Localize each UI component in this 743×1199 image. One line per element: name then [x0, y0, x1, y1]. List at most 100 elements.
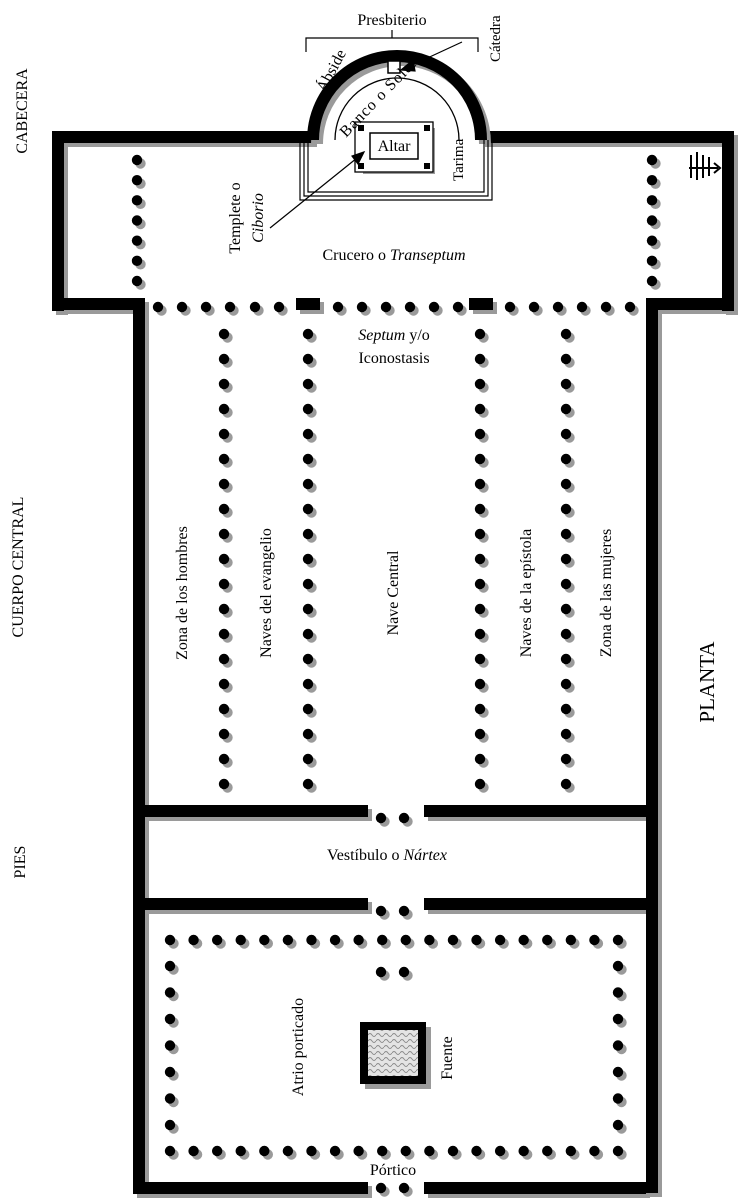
column	[398, 1182, 410, 1194]
wall-segment	[133, 898, 368, 910]
column	[576, 301, 588, 313]
column	[218, 703, 230, 715]
column	[224, 301, 236, 313]
column	[560, 553, 572, 565]
column	[494, 934, 506, 946]
column-rows	[131, 154, 661, 1197]
column	[176, 301, 188, 313]
column	[302, 628, 314, 640]
column	[447, 1145, 459, 1157]
column	[518, 934, 529, 946]
column	[404, 301, 416, 313]
wall-segment	[646, 298, 734, 310]
column	[218, 503, 230, 515]
column	[131, 235, 143, 246]
column	[474, 778, 486, 790]
column	[164, 1145, 176, 1157]
column	[624, 301, 636, 313]
column	[504, 301, 516, 313]
column	[612, 960, 624, 972]
column	[474, 628, 486, 640]
column	[560, 753, 572, 765]
wall-segment	[52, 131, 64, 311]
label-vestibulo: Vestíbulo o Nártex	[327, 847, 447, 864]
column	[302, 328, 314, 340]
column	[218, 403, 230, 415]
column	[612, 1093, 624, 1104]
column	[646, 255, 658, 267]
column	[282, 934, 294, 946]
column	[474, 703, 486, 715]
section-pies: PIES	[12, 846, 29, 879]
wall-segment	[646, 298, 658, 1193]
column	[528, 301, 540, 313]
annotation-arrows	[269, 41, 463, 229]
column	[164, 1013, 176, 1025]
gospel-side-symbol	[689, 152, 722, 180]
column	[474, 353, 486, 365]
column	[398, 812, 410, 824]
column	[560, 453, 572, 465]
label-catedra: Cátedra	[488, 15, 504, 62]
column	[646, 195, 658, 206]
column	[218, 653, 230, 665]
section-cuerpo-central: CUERPO CENTRAL	[10, 497, 27, 638]
column	[552, 301, 564, 313]
column	[612, 1145, 624, 1157]
column	[218, 553, 230, 565]
column	[612, 987, 624, 998]
column	[218, 603, 230, 615]
wall-segment	[296, 298, 320, 310]
column	[306, 1145, 317, 1157]
label-ciborio: Ciborio	[250, 193, 267, 243]
column	[211, 934, 223, 946]
column	[474, 528, 486, 540]
column	[375, 1182, 387, 1194]
column	[302, 728, 314, 740]
column	[646, 235, 658, 246]
column	[302, 703, 314, 715]
label-altar: Altar	[378, 138, 412, 155]
column	[474, 728, 486, 740]
column	[302, 753, 314, 765]
label-naves-evangelio: Naves del evangelio	[258, 528, 275, 658]
column	[211, 1145, 223, 1157]
column	[560, 378, 572, 390]
column	[218, 453, 230, 465]
column	[398, 905, 410, 917]
column	[375, 905, 387, 917]
column	[164, 1119, 176, 1131]
column	[218, 428, 230, 440]
column	[646, 174, 658, 186]
column	[131, 154, 143, 166]
column	[259, 934, 270, 946]
column	[302, 353, 314, 365]
column	[474, 653, 486, 665]
column	[560, 353, 572, 365]
column	[560, 678, 572, 690]
section-cabecera: CABECERA	[14, 68, 31, 154]
column	[377, 934, 388, 946]
label-iconostasis: Iconostasis	[358, 350, 429, 367]
column	[152, 301, 164, 313]
column	[235, 934, 246, 946]
label-atrio: Atrio porticado	[290, 998, 307, 1096]
column	[273, 301, 285, 313]
column	[560, 428, 572, 440]
column	[560, 703, 572, 715]
wall-segment	[469, 298, 493, 310]
column	[329, 1145, 341, 1157]
column	[164, 934, 176, 946]
altar-table	[369, 132, 419, 160]
altar-ciborium	[354, 121, 435, 174]
wall-segment	[424, 898, 646, 910]
column	[302, 503, 314, 515]
column	[474, 753, 486, 765]
wall-segment	[481, 131, 734, 143]
column	[494, 1145, 506, 1157]
column	[474, 478, 486, 490]
column	[302, 403, 314, 415]
column	[560, 478, 572, 490]
column	[560, 628, 572, 640]
column	[612, 1066, 624, 1078]
